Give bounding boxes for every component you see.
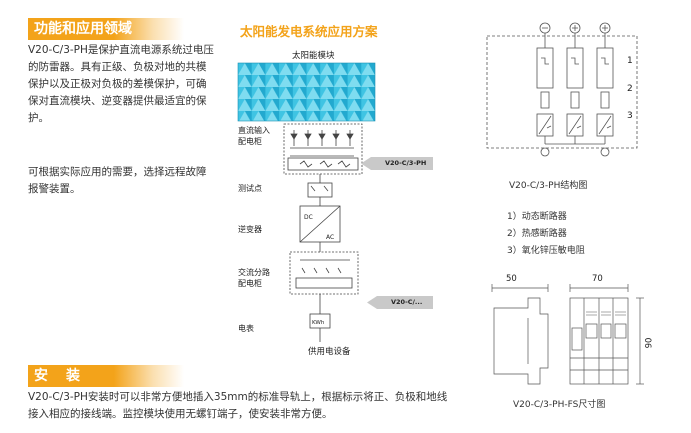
function-heading: 功能和应用领域	[28, 18, 184, 40]
ac-branch-cabinet-label: 交流分路 配电柜	[238, 268, 270, 288]
test-point-label: 测试点	[238, 184, 262, 193]
struct-number-3: 3	[627, 111, 633, 121]
dim-70-label: 70	[592, 274, 603, 284]
power-equipment-label: 供用电设备	[308, 347, 351, 357]
solar-panel	[237, 62, 376, 122]
struct-number-2: 2	[627, 84, 633, 94]
install-paragraph: V20-C/3-PH安装时可以非常方便地插入35mm的标准导轨上，根据标示将正、…	[28, 391, 448, 420]
dimension-caption: V20-C/3-PH-FS尺寸图	[513, 400, 606, 410]
legend-item-2: 2）热感断路器	[507, 229, 567, 239]
alarm-paragraph: 可根据实际应用的需要，选择远程故障报警装置。	[28, 166, 207, 195]
legend-item-3: 3）氧化锌压敏电阻	[507, 246, 585, 256]
dimension-drawing	[491, 284, 644, 385]
legend-item-1: 1）动态断路器	[507, 212, 567, 222]
arrow-callout-2-label: V20-C/...	[391, 298, 423, 306]
structure-caption: V20-C/3-PH结构图	[509, 181, 588, 191]
diagram-title: 太阳能发电系统应用方案	[240, 24, 378, 39]
arrow-callout-2	[367, 296, 433, 309]
solar-module-label: 太阳能模块	[292, 51, 335, 61]
system-schematic	[283, 123, 363, 342]
arrow-callout-1-label: V20-C/3-PH	[385, 159, 427, 167]
install-heading: 安 装	[28, 365, 184, 387]
dim-50-label: 50	[506, 274, 517, 284]
arrow-callout-1	[361, 157, 433, 170]
inverter-dc-label: DC	[304, 214, 313, 221]
inverter-label: 逆变器	[238, 225, 262, 234]
struct-number-1: 1	[627, 56, 633, 66]
dc-input-cabinet-label: 直流输入 配电柜	[238, 126, 270, 146]
inverter-ac-label: AC	[326, 234, 335, 241]
structure-diagram	[486, 22, 638, 157]
meter-label: 电表	[238, 324, 254, 333]
kwh-label: KWh	[312, 320, 325, 326]
intro-paragraph: V20-C/3-PH是保护直流电源系统过电压的防雷器。具有正级、负极对地的共模保…	[28, 44, 214, 124]
